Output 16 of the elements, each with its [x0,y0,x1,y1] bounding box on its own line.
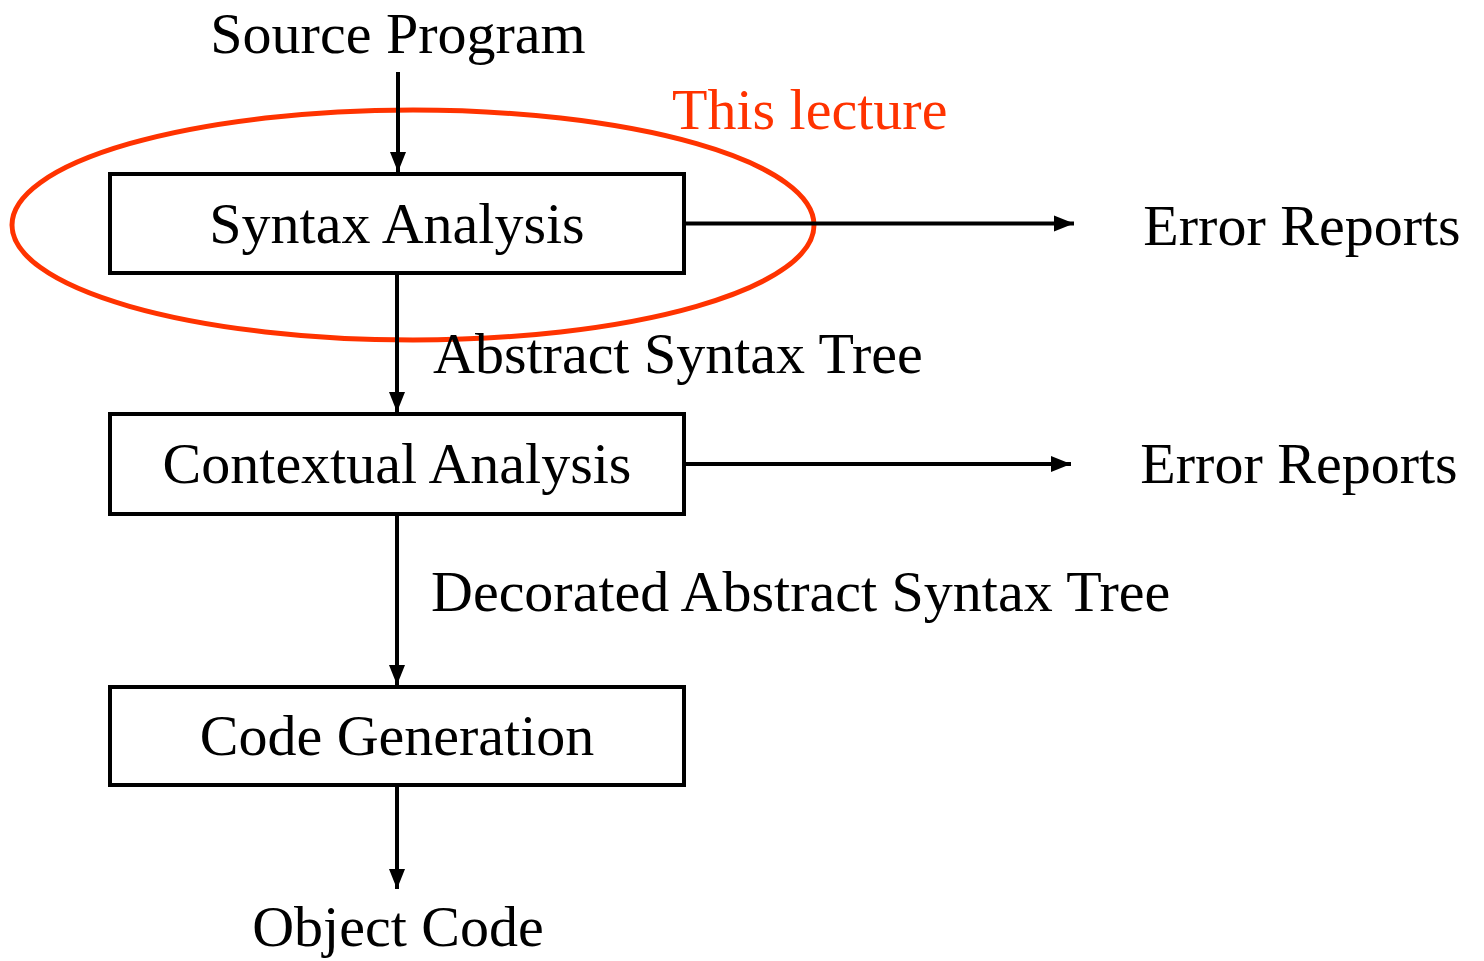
text-label: Object Code [218,893,578,961]
process-box: Syntax Analysis [108,172,686,275]
process-box: Code Generation [108,685,686,787]
text-label: Error Reports [1121,430,1477,498]
annotation-text: This lecture [672,78,948,142]
arrow [389,787,405,889]
edge-label: Abstract Syntax Tree [433,322,923,386]
arrow [686,456,1071,472]
arrow [389,275,405,412]
process-box: Contextual Analysis [108,412,686,516]
text-label: Error Reports [1124,192,1480,260]
edge-label: Decorated Abstract Syntax Tree [431,560,1171,624]
arrow [390,72,406,172]
arrow [686,215,1074,232]
arrow [389,516,405,685]
text-label: Source Program [178,0,618,68]
